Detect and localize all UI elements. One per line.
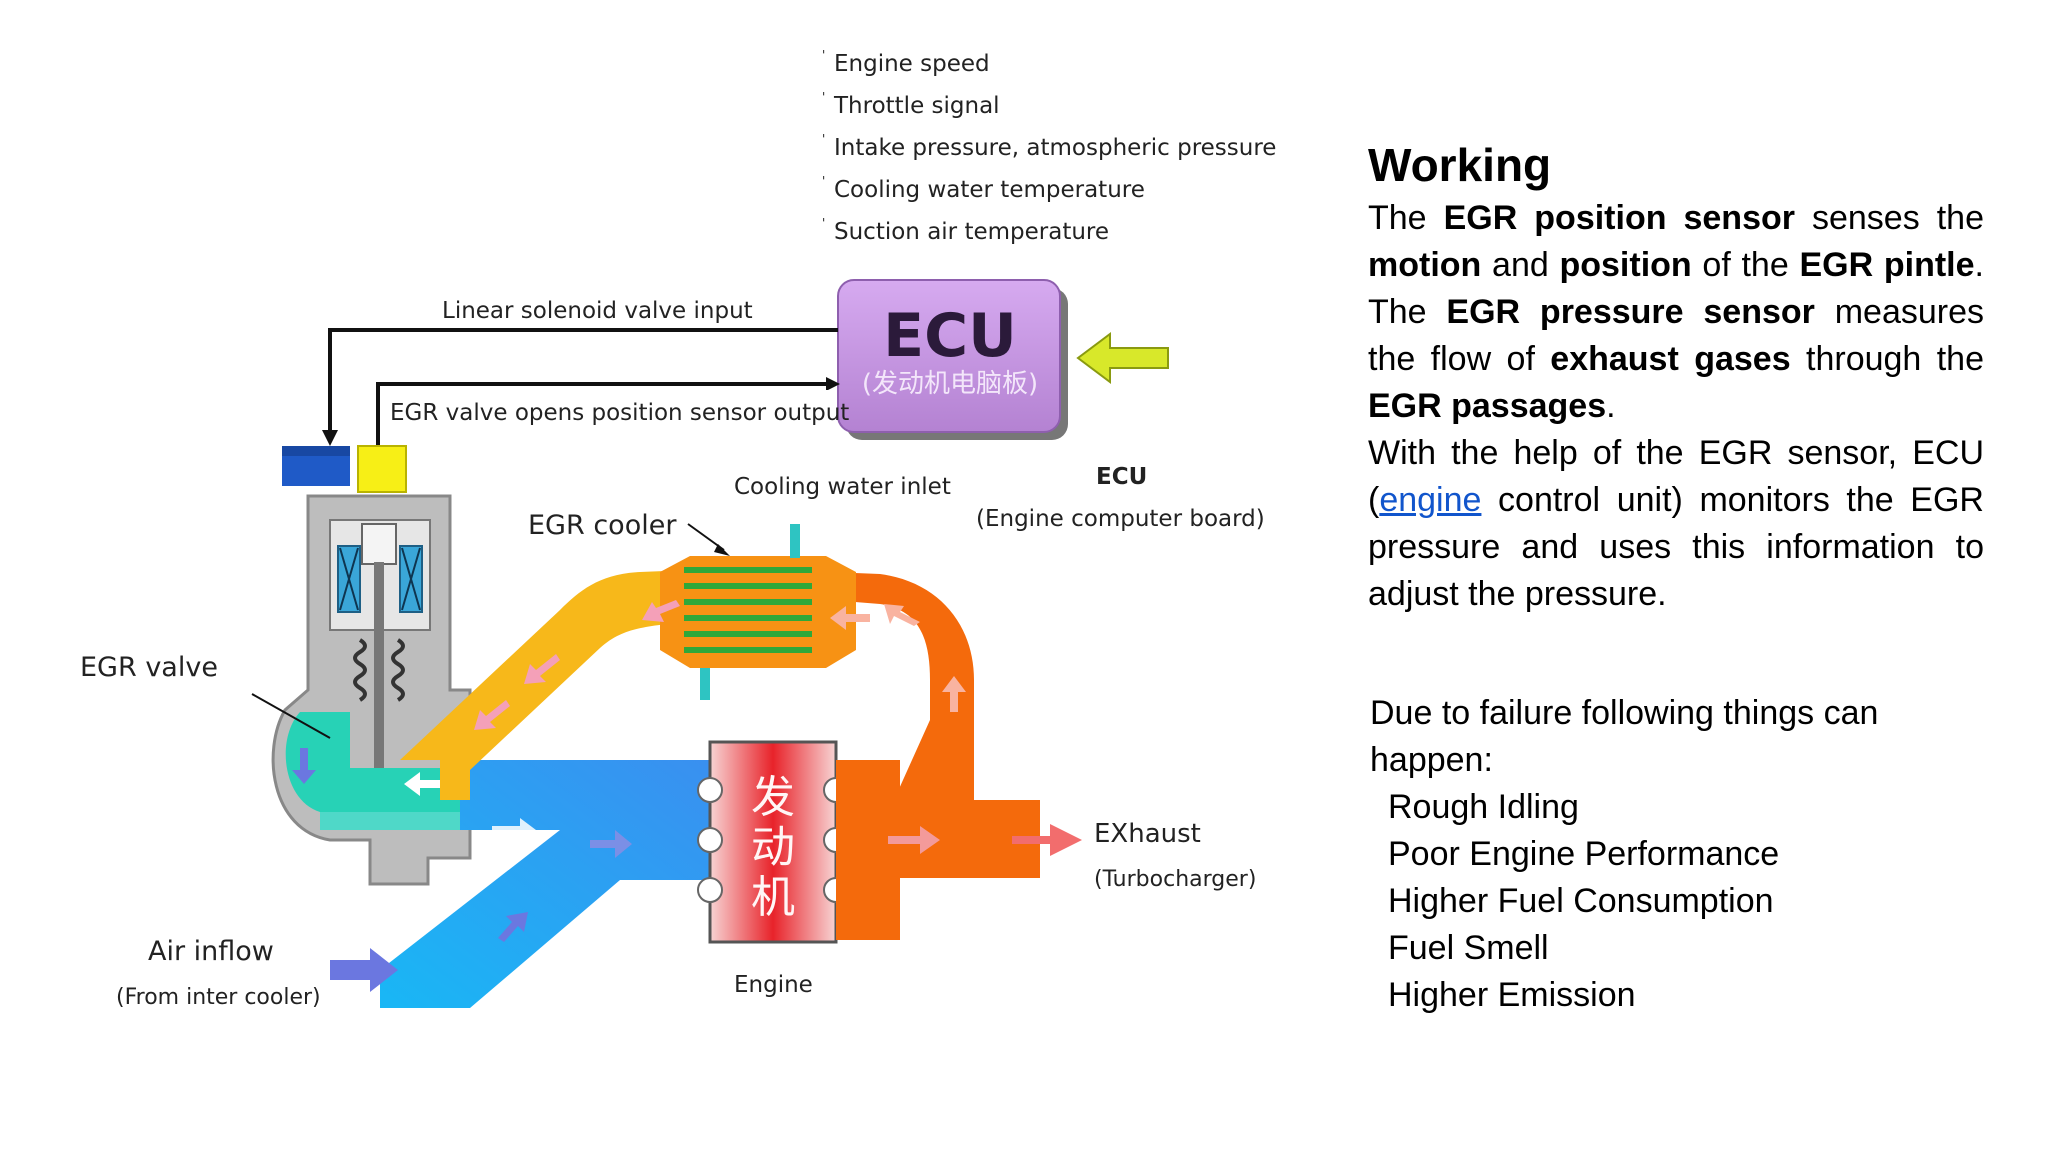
- failure-item: Higher Fuel Consumption: [1388, 882, 1774, 920]
- engine-char-3: 机: [751, 872, 795, 923]
- bullet: ': [822, 174, 825, 188]
- ecu-input-list: ' Engine speed ' Throttle signal ' Intak…: [822, 48, 1276, 245]
- position-sensor-connector: [357, 445, 407, 493]
- engine-char-1: 发: [751, 772, 795, 823]
- ecu-box: ECU (发动机电脑板): [837, 279, 1068, 440]
- engine-link[interactable]: engine: [1379, 481, 1482, 519]
- intake-pipe: [380, 760, 720, 1008]
- flow-arrows: [292, 600, 1082, 942]
- exhaust-label: EXhaust: [1094, 819, 1201, 849]
- failure-item: Poor Engine Performance: [1388, 835, 1780, 873]
- ecu-box-title: ECU: [883, 301, 1017, 371]
- input-engine-speed: Engine speed: [834, 51, 990, 77]
- signal-lines: [328, 328, 838, 448]
- air-inflow-arrow: [330, 948, 398, 992]
- egr-valve-label: EGR valve: [80, 652, 218, 683]
- failure-item: Higher Emission: [1388, 976, 1636, 1014]
- exhaust-return-pipe: [830, 572, 974, 800]
- egr-return-pipe: [400, 570, 690, 800]
- position-sensor-output-label: EGR valve opens position sensor output: [390, 400, 849, 426]
- egr-cooler-label: EGR cooler: [528, 510, 677, 541]
- air-inflow-label: Air inflow: [148, 936, 274, 967]
- engine-label: Engine: [734, 972, 813, 998]
- failure-item: Fuel Smell: [1388, 929, 1549, 967]
- working-paragraph-2: With the help of the EGR sensor, ECU (en…: [1368, 434, 1984, 613]
- working-paragraph-1: The EGR position sensor senses the motio…: [1368, 199, 1984, 425]
- ecu-label: ECU: [1096, 464, 1147, 490]
- exhaust-sub-label: (Turbocharger): [1094, 867, 1256, 892]
- input-throttle-signal: Throttle signal: [833, 93, 1000, 119]
- engine-block: 发 动 机: [697, 740, 849, 944]
- input-cooling-water-temp: Cooling water temperature: [834, 177, 1145, 203]
- bullet: ': [822, 48, 825, 62]
- bullet: ': [822, 216, 825, 230]
- failure-item: Rough Idling: [1388, 788, 1579, 826]
- failure-title: Due to failure following things can happ…: [1370, 694, 1879, 779]
- cooling-water-inlet-label: Cooling water inlet: [734, 474, 951, 500]
- failure-section: Due to failure following things can happ…: [1370, 690, 1930, 1019]
- ecu-box-subtitle: (发动机电脑板): [862, 369, 1038, 399]
- ecu-input-arrow: [1076, 332, 1169, 384]
- egr-system-diagram: ' Engine speed ' Throttle signal ' Intak…: [80, 48, 1276, 1010]
- egr-cooler: [660, 524, 856, 700]
- engine-char-2: 动: [751, 822, 795, 873]
- bullet: ': [822, 132, 825, 146]
- failure-list: Rough Idling Poor Engine Performance Hig…: [1370, 784, 1930, 1019]
- exhaust-pipe: [836, 760, 1040, 940]
- air-inflow-sub-label: (From inter cooler): [116, 985, 321, 1010]
- linear-solenoid-label: Linear solenoid valve input: [442, 298, 753, 324]
- ecu-sub-label: (Engine computer board): [976, 506, 1265, 532]
- working-heading: Working: [1368, 139, 1552, 191]
- input-suction-air-temp: Suction air temperature: [834, 219, 1109, 245]
- bullet: ': [822, 90, 825, 104]
- input-intake-pressure: Intake pressure, atmospheric pressure: [834, 135, 1276, 161]
- working-panel: Working The EGR position sensor senses t…: [1368, 135, 1984, 618]
